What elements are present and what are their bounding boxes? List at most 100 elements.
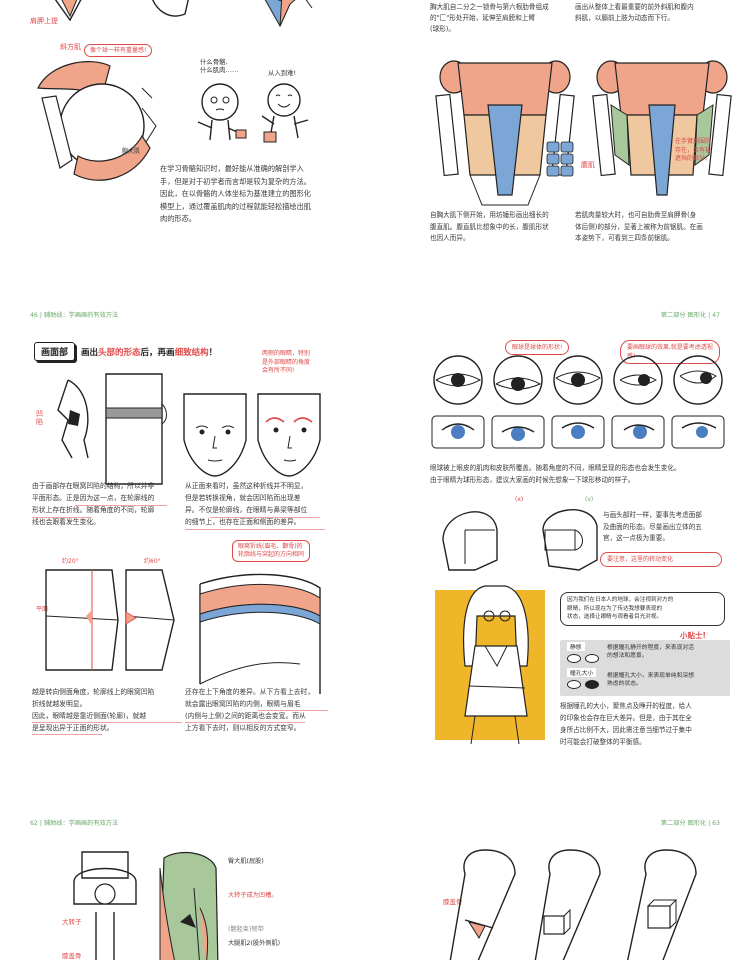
bubble-weight-note: 像个球一样有重量感! (84, 44, 153, 57)
bubble-eyeball-sphere: 眼球是球体的形状! (505, 340, 570, 355)
underline-a2 (32, 517, 92, 518)
label-about-20: 约20° (62, 558, 79, 565)
curved-band-sketch (199, 573, 321, 694)
page-header-63: 第二部分 图形化 | 63 (660, 820, 720, 827)
label-trochanter-concave: 大转子成为凹槽。 (228, 892, 278, 899)
skull-side-sketch (57, 379, 89, 459)
label-oblique: 斜方肌 (60, 43, 81, 51)
head-sketch-wrong (442, 511, 498, 571)
knee-cylinder-1 (449, 849, 516, 960)
cartoon-answer: 从入到难! (268, 69, 297, 77)
label-kneecap-right: 膝盖骨 (443, 898, 463, 906)
tip-eye-icon-4 (585, 680, 599, 689)
fold-panel-20deg (45, 569, 119, 671)
tag-caption-highlight-1: 头部的形态 (98, 347, 141, 358)
mark-wrong: (x) (515, 496, 524, 503)
shoulder-muscle-illustration (37, 61, 157, 181)
eyeball-row (431, 355, 725, 449)
underline-d1 (258, 710, 328, 711)
label-concave: 凹陷 (36, 410, 43, 426)
hip-joint-sketch (73, 851, 137, 960)
top-right-text-d: 若肌肉量较大时，也可自肋骨至肩胛骨(身 体后侧)的部分，显著上被称为前锯肌。在画… (575, 211, 703, 242)
fold-panel-60deg (125, 569, 175, 671)
eyeball-5 (673, 355, 723, 405)
head-cylinder-sketch (105, 373, 167, 485)
tip-pupil-text: 根据瞳孔大小，来表现单纯和深想 熟虑的状态。 (607, 673, 694, 687)
page-mid-right: 第二部分 图形化 | 47 眼球是球体的形状! 要画眼球的效果,就是要考虑透视感… (375, 300, 750, 790)
underline-a1 (75, 505, 167, 506)
eyeball-3 (553, 355, 603, 405)
page-mid-left: 46 | 辅助线：学画画的有效方法 画面部 画出头部的形态后，再画细致结构！ 凹… (0, 300, 375, 790)
abs-grid-icon (546, 141, 574, 177)
label-thigh-muscle: 大腿肌2(股外侧肌) (228, 940, 281, 947)
face-front-sketch (183, 393, 247, 477)
shoulder-blue-graphic (264, 0, 313, 28)
underline-d2 (185, 722, 305, 723)
page-header-46: 46 | 辅助线：学画画的有效方法 (30, 312, 119, 319)
cartoon-confused-figure (197, 83, 247, 141)
page-header-47: 第二部分 图形化 | 47 (660, 312, 720, 319)
knee-cylinder-2 (534, 849, 601, 960)
note-serratus: 在手臂周围的 存在，会有被 遮挡的部分。 (675, 138, 712, 162)
face-angle-sketch (257, 393, 321, 477)
underline-c1 (32, 722, 182, 723)
tip-eye-icon-1 (567, 654, 581, 663)
top-right-text-a: 胸大肌自二分之一锁骨与第六根肋骨组成 的"匚"形处开始，延伸至肩膀和上臂 (球形… (430, 3, 549, 33)
label-ligament: (髂胫束)韧带 (228, 926, 264, 933)
page-header-62: 62 | 辅助线：学画画的有效方法 (30, 820, 119, 827)
eye-box-row (431, 415, 725, 449)
label-upper-trap: 肩胛上提 (30, 17, 58, 25)
head-sketch-right (542, 509, 598, 571)
girl-illustration (463, 585, 529, 745)
bubble-key-point: 要注意，这里的转动变化 (600, 552, 722, 567)
cartoon-question: 什么骨骼, 什么肌肉…… (200, 58, 239, 74)
mid-left-text-c: 越是转向侧面角度，轮廓线上的眼窝凹陷 折线就越发明显。 因此，眼睛越是靠近侧面(… (32, 688, 155, 732)
mid-right-text-a: 眼球被上眼皮的肌肉和皮肤所覆盖。随着角度的不同，眼睛呈现的形态也会发生变化。 由… (430, 464, 681, 484)
section-tag-face: 画面部 画出头部的形态后，再画细致结构！ (34, 342, 217, 361)
tip-title: 小贴士! (680, 631, 706, 640)
eyeball-4 (613, 355, 663, 405)
top-right-text-c: 自胸大肌下侧开始，用坊锤形画出细长的 腹直肌。腹直肌比想象中的长，腹肌形状 也因… (430, 211, 549, 242)
label-flat: 平面 (36, 606, 49, 613)
mid-left-text-d: 还存在上下角度的差异。从下方看上去时， 就会露出眼窝凹陷的内侧，眼睛与眉毛 (内… (185, 688, 315, 732)
tag-caption: 画出头部的形态后，再画细致结构！ (81, 346, 217, 358)
tag-caption-post: ！ (208, 347, 218, 358)
page-bot-right: 第二部分 图形化 | 63 膝盖骨 (375, 810, 750, 960)
label-glute: 臀大肌(屁股) (228, 858, 264, 865)
tip-calm-label: 静態 (567, 642, 585, 651)
tag-caption-highlight-2: 细致结构 (174, 347, 209, 358)
torso-diagram-serratus (592, 60, 732, 196)
page-top-left: 肩胛上提 斜方肌 胸大肌 像个球一样有重量感! 什么骨骼, 什么肌肉…… 从入到… (0, 0, 375, 290)
torso-diagram-front (435, 60, 575, 206)
mid-right-text-b: 与画头部时一样，要事先考虑面部 及曲面的形态。尽量画出立体的五 官，这一点极为重… (603, 511, 702, 542)
underline-b2 (185, 529, 325, 530)
knee-cylinder-3 (626, 849, 697, 960)
label-kneecap-left: 膝盖骨 (62, 952, 82, 960)
note-eye-angle: 两侧的眼睛，特别 是外部眼睛的角度 会有所不同! (262, 350, 311, 374)
top-left-body-text: 在学习骨骼知识时，最好能从准确的解剖学入 手，但是对于初学者而言却是较为复杂的方… (160, 164, 311, 223)
eyeball-1 (433, 355, 483, 405)
thigh-muscle-sketch (159, 851, 219, 960)
torso-sketch-top (54, 0, 189, 22)
page-top-right: 胸大肌自二分之一锁骨与第六根肋骨组成 的"匚"形处开始，延伸至肩膀和上臂 (球形… (375, 0, 750, 290)
underline-c2 (32, 734, 102, 735)
tag-caption-pre: 画出 (81, 347, 99, 358)
tip-eye-icon-3 (567, 680, 581, 689)
eyeball-2 (493, 355, 543, 405)
tag-label: 画面部 (34, 342, 76, 361)
tip-calm-text: 根据瞳孔静开的程度，来表现对活 的想法和愿景。 (607, 645, 694, 659)
label-about-60: 约60° (144, 558, 161, 565)
cartoon-happy-figure (261, 83, 309, 143)
label-greater-trochanter: 大转子 (62, 918, 82, 926)
tag-caption-mid: 后，再画 (140, 347, 175, 358)
underline-b1 (210, 517, 320, 518)
bubble-girl-note: 因为我们在日本人的地球，会注视到对方的 眼睛，所以现在为了传达我想要表现的 状态… (560, 592, 725, 626)
tip-eye-icon-2 (585, 654, 599, 663)
tip-pupil-label: 瞳孔大小 (567, 668, 597, 677)
label-abs: 腹肌 (581, 161, 595, 169)
mid-right-text-c: 根据瞳孔的大小，聚焦点及睁开的程度，给人 的印象也会存在巨大差异。但是，由于其在… (560, 702, 692, 746)
top-right-text-b: 画出从整体上看最重要的前外斜肌和腹内 斜肌，以膈前上肢为动态而下行。 (575, 3, 694, 22)
mid-left-text-a: 由于画部存在眼窝凹陷的结构，所以并非 平面形态。正是因为这一点，在轮廓线的 形状… (32, 482, 155, 526)
mid-left-text-b: 从正面来看时，虽然这种折线并不明显， 但是若转换视角，就会因凹陷而出现差 异。不… (185, 482, 308, 526)
label-pec: 胸大肌 (122, 148, 141, 155)
